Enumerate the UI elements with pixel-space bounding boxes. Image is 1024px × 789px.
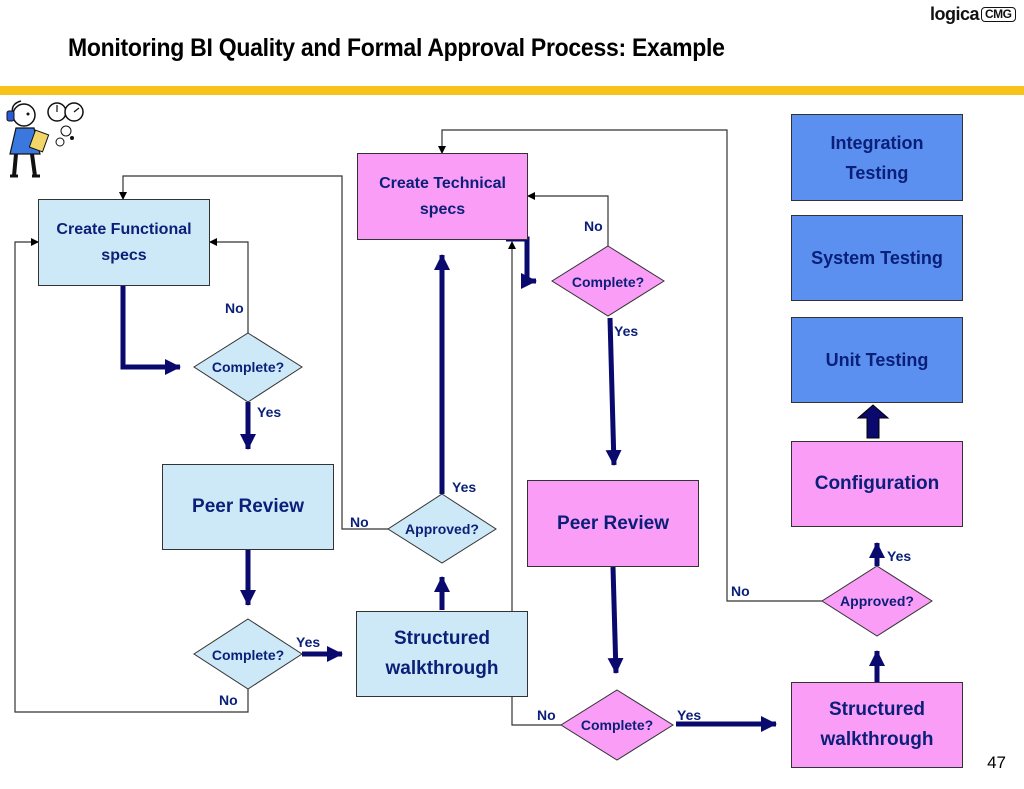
up-arrow-icon [856,404,890,439]
arrow-peer-to-complete4 [607,566,624,674]
box-label: Integration [830,132,924,153]
decision-label: Approved? [405,521,479,537]
create-technical-specs-box: Create Technical specs [357,153,528,240]
no-loop-approved1 [119,175,388,530]
structured-walkthrough-mid-box: Structured walkthrough [356,611,528,697]
decision-complete-4 [560,689,674,761]
arrow-technical-to-complete3 [506,236,537,289]
box-label: Structured [393,628,491,649]
logo-badge: CMG [981,7,1016,22]
yes-label: Yes [677,707,702,723]
box-label: Configuration [814,473,940,494]
decision-approved-2 [821,565,933,637]
system-testing-box: System Testing [791,215,963,301]
no-label: No [350,514,369,530]
configuration-box: Configuration [791,441,963,527]
no-loop-approved2 [438,129,822,602]
box-label: specs [419,200,466,218]
yes-label: Yes [452,479,477,495]
arrow-complete3-to-peer [605,317,622,466]
no-loop-complete1 [209,238,249,333]
no-label: No [537,707,556,723]
yes-label: Yes [296,634,321,650]
yes-label: Yes [257,404,282,420]
box-label: Testing [845,162,909,183]
decision-label: Complete? [211,359,285,375]
box-label: Peer Review [192,496,304,517]
box-label: specs [101,246,147,264]
box-label: Create Functional [56,220,192,238]
logo-text: logica [930,4,980,24]
decision-label: Complete? [580,717,654,733]
no-loop-complete2 [14,238,249,713]
no-loop-complete3 [527,192,609,246]
structured-walkthrough-right-box: Structured walkthrough [791,682,963,768]
no-label: No [731,583,750,599]
yes-label: Yes [614,323,639,339]
decision-label: Approved? [840,593,914,609]
decision-approved-1 [387,493,497,564]
decision-complete-2 [193,618,303,690]
yes-label: Yes [887,548,912,564]
person-with-clipboard-icon [6,100,84,178]
box-label: Create Technical [379,174,506,192]
no-label: No [219,692,238,708]
page-number: 47 [987,753,1006,772]
box-label: Peer Review [557,512,669,534]
no-label: No [225,300,244,316]
peer-review-right-box: Peer Review [527,480,699,567]
decision-complete-3 [551,245,665,317]
box-label: Structured [828,699,926,720]
arrow-functional-to-complete1 [120,286,181,375]
box-label: walkthrough [385,658,499,679]
page-title: Monitoring BI Quality and Formal Approva… [68,34,725,62]
peer-review-left-box: Peer Review [162,464,334,550]
accent-bar [0,86,1024,95]
box-label: Unit Testing [825,350,929,370]
decision-complete-1 [193,332,303,403]
no-loop-complete4 [508,241,561,726]
decision-label: Complete? [211,647,285,663]
box-label: System Testing [811,248,943,268]
create-functional-specs-box: Create Functional specs [38,199,210,286]
unit-testing-box: Unit Testing [791,317,963,403]
box-label: walkthrough [820,729,934,750]
decision-label: Complete? [571,274,645,290]
no-label: No [584,218,603,234]
